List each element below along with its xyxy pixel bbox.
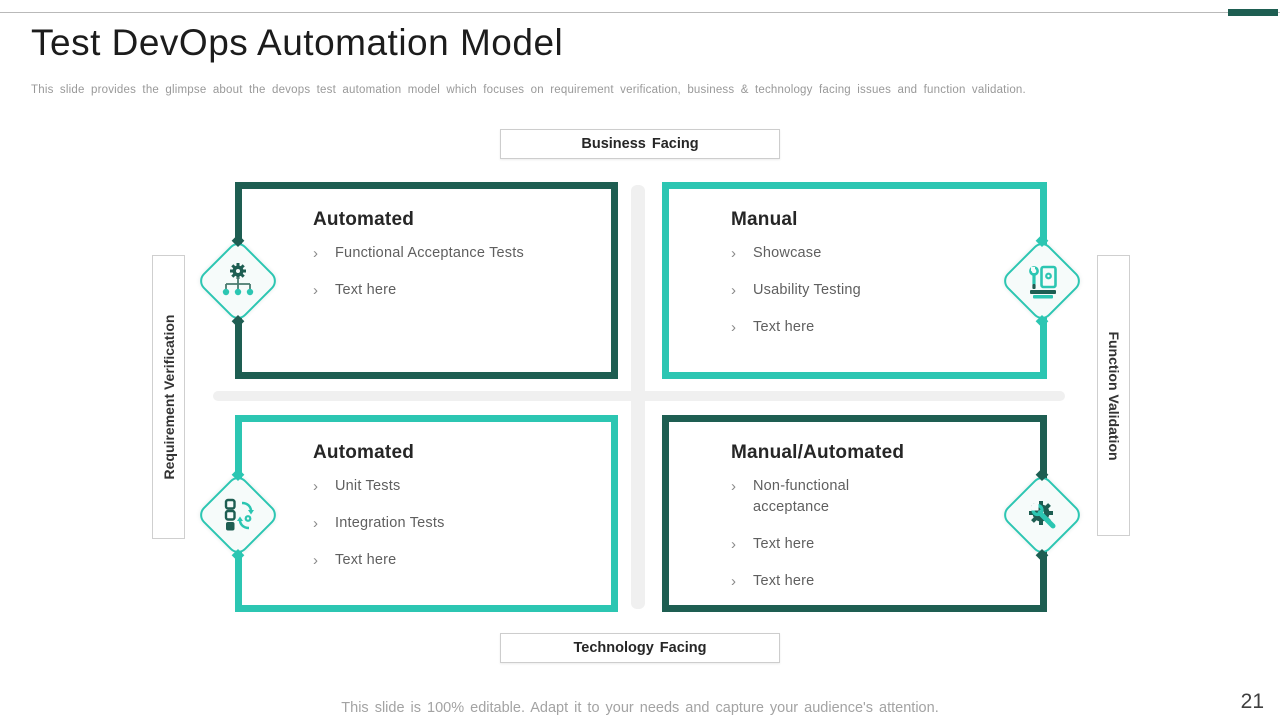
quadrant-title: Automated — [313, 442, 415, 463]
page-number: 21 — [1240, 690, 1264, 713]
list-item: ›Integration Tests — [313, 515, 445, 532]
bullet-marker: › — [731, 319, 737, 336]
axis-label-text: Requirement Verification — [160, 314, 177, 480]
quadrant-list: ›Unit Tests ›Integration Tests ›Text her… — [313, 476, 597, 571]
list-item: ›Text here — [731, 536, 815, 553]
accent-bar — [1228, 9, 1278, 16]
list-item: ›Text here — [731, 573, 815, 590]
quadrant-list: ›Non-functional acceptance ›Text here ›T… — [731, 476, 1026, 592]
axis-label-text: Technology Facing — [573, 640, 707, 656]
process-automation-icon — [224, 498, 254, 531]
gear-wrench-icon — [1029, 501, 1056, 529]
icon-badge-top-left — [195, 234, 281, 328]
axis-label-requirement-verification: Requirement Verification — [152, 255, 185, 539]
bullet-marker: › — [313, 478, 319, 495]
bullet-marker: › — [731, 573, 737, 590]
list-item: ›Unit Tests — [313, 478, 401, 495]
header-divider — [0, 12, 1280, 13]
quadrant-bottom-right: Manual/Automated ›Non-functional accepta… — [662, 415, 1047, 612]
list-item: ›Text here — [313, 282, 397, 299]
page-title: Test DevOps Automation Model — [31, 22, 564, 63]
icon-badge-top-right — [999, 234, 1085, 328]
list-item: ›Showcase — [731, 245, 822, 262]
gear-hierarchy-icon — [222, 263, 254, 296]
list-item: ›Functional Acceptance Tests — [313, 245, 524, 262]
page-subtitle: This slide provides the glimpse about th… — [31, 84, 1026, 96]
list-item: ›Text here — [731, 319, 815, 336]
wrench-manual-book-icon — [1029, 265, 1057, 299]
axis-label-technology-facing: Technology Facing — [500, 633, 780, 663]
bullet-marker: › — [313, 552, 319, 569]
list-item: ›Text here — [313, 552, 397, 569]
axis-label-business-facing: Business Facing — [500, 129, 780, 159]
axis-label-text: Business Facing — [581, 136, 699, 152]
quadrant-bottom-left: Automated ›Unit Tests ›Integration Tests… — [235, 415, 618, 612]
quadrant-top-left: Automated ›Functional Acceptance Tests ›… — [235, 182, 618, 379]
quadrant-top-right: Manual ›Showcase ›Usability Testing ›Tex… — [662, 182, 1047, 379]
quadrant-title: Manual — [731, 209, 798, 230]
bullet-marker: › — [313, 245, 319, 262]
quadrant-list: ›Showcase ›Usability Testing ›Text here — [731, 243, 1026, 338]
icon-badge-bottom-left — [195, 468, 281, 562]
footer-note: This slide is 100% editable. Adapt it to… — [341, 700, 939, 716]
quadrant-title: Automated — [313, 209, 415, 230]
bullet-marker: › — [313, 515, 319, 532]
list-item: ›Non-functional acceptance — [731, 478, 850, 515]
axis-label-function-validation: Function Validation — [1097, 255, 1130, 536]
axis-label-text: Function Validation — [1105, 330, 1122, 461]
list-item: ›Usability Testing — [731, 282, 861, 299]
icon-badge-bottom-right — [999, 468, 1085, 562]
center-horizontal-divider — [213, 391, 1065, 401]
quadrant-title: Manual/Automated — [731, 442, 905, 463]
bullet-marker: › — [731, 282, 737, 299]
quadrant-list: ›Functional Acceptance Tests ›Text here — [313, 243, 597, 301]
bullet-marker: › — [313, 282, 319, 299]
bullet-marker: › — [731, 536, 737, 553]
bullet-marker: › — [731, 245, 737, 262]
bullet-marker: › — [731, 478, 737, 495]
